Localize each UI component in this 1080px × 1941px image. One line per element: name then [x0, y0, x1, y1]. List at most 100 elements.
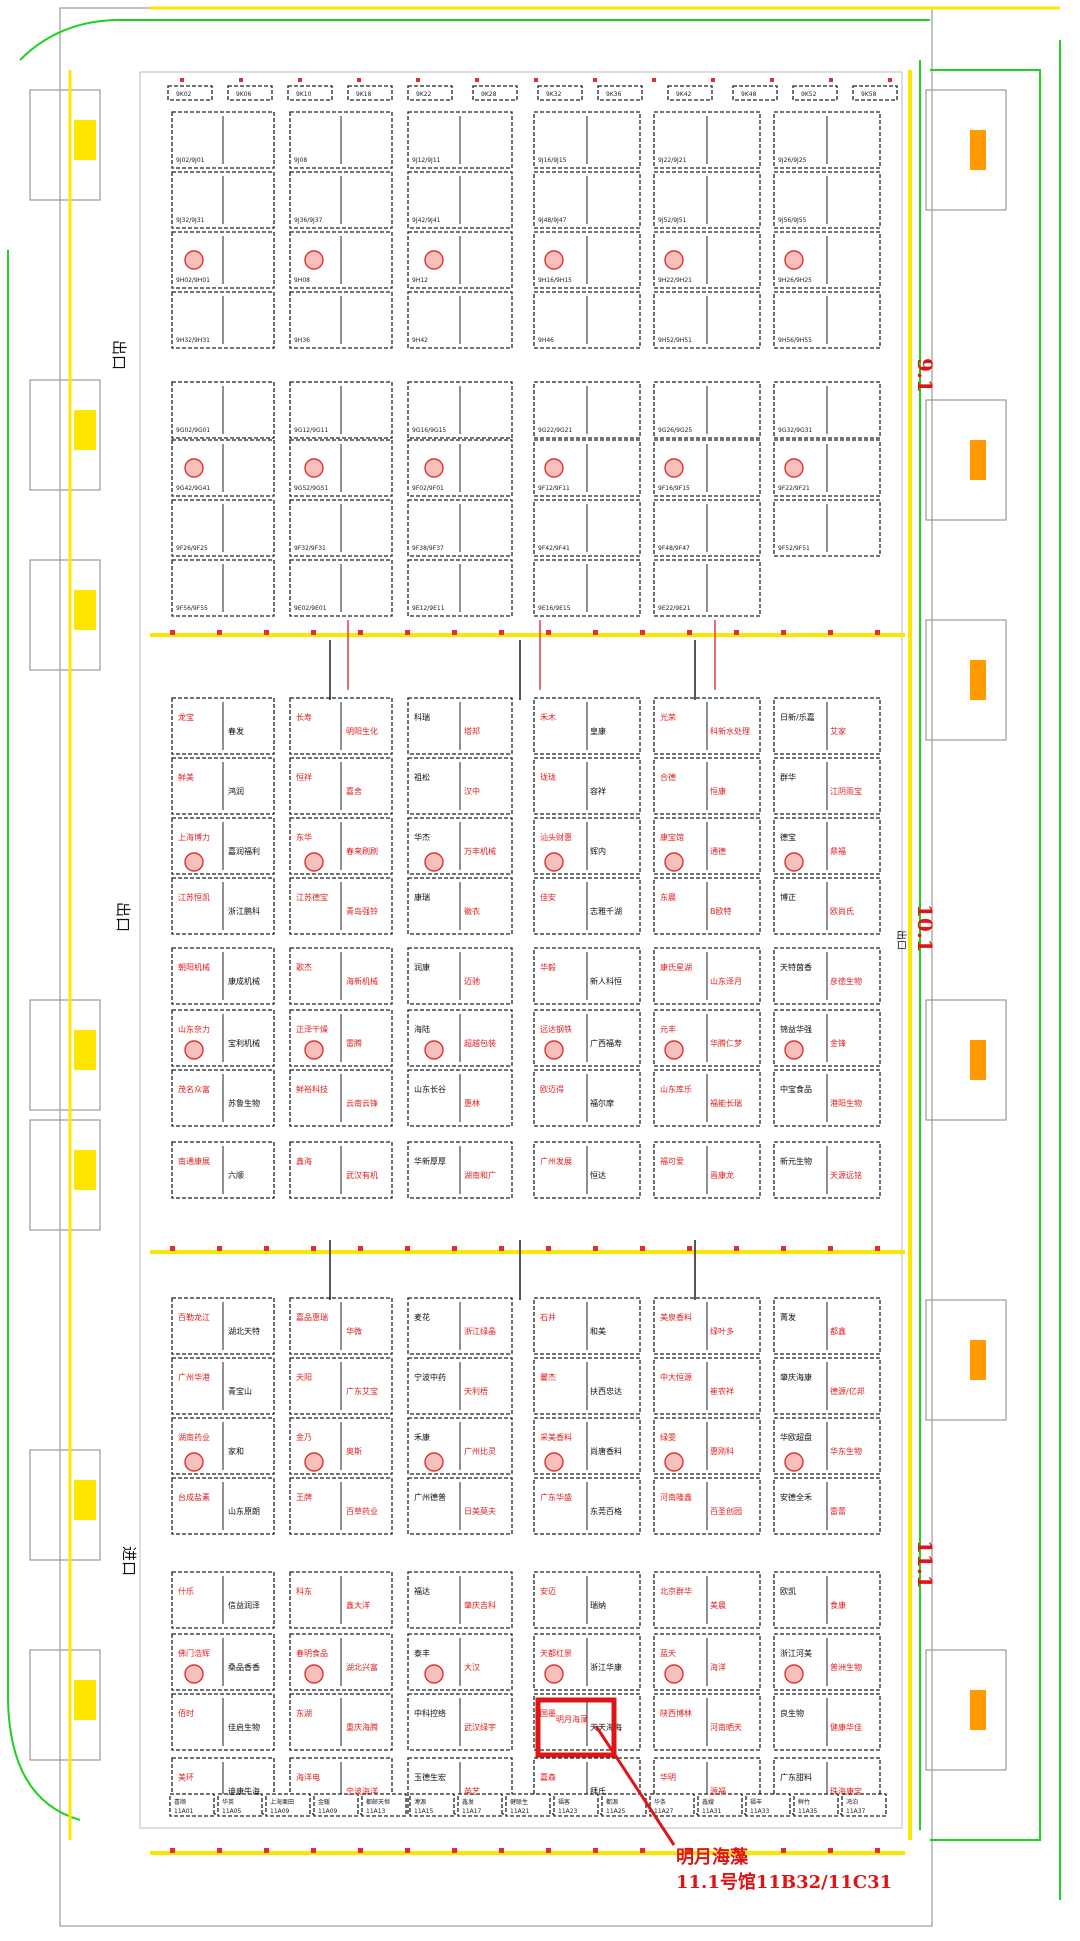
booth-code: 9H42 — [412, 337, 428, 344]
booth-name: 浙江华康 — [590, 1662, 622, 1672]
booth-name: 云南云锋 — [346, 1098, 378, 1108]
pillar-marker — [544, 1040, 564, 1060]
booth-name: 东晨 — [660, 892, 676, 902]
pillar-marker — [304, 1452, 324, 1472]
column-marker — [687, 1246, 692, 1251]
column-marker — [311, 1246, 316, 1251]
column-marker — [358, 1246, 363, 1251]
booth-code: 9H02/9H01 — [176, 277, 210, 284]
service-room-right — [925, 619, 1007, 741]
column-marker — [875, 1246, 880, 1251]
highlight-caption-line2: 11.1号馆11B32/11C31 — [676, 1871, 892, 1893]
booth-name: 健康华佳 — [830, 1722, 862, 1732]
booth-name: 扶西忠达 — [590, 1386, 622, 1396]
bottom-bay-name: 都源 — [606, 1798, 618, 1806]
booth-name: 康宝馆 — [660, 832, 684, 842]
booth-name: 武汉绿宇 — [464, 1722, 496, 1732]
top-bay — [732, 85, 778, 101]
booth-name: 江苏恒凯 — [178, 892, 210, 902]
column-marker — [217, 630, 222, 635]
exit-label-top: 出口 — [110, 340, 128, 370]
pillar-marker — [424, 250, 444, 270]
booth-name: 华东生物 — [830, 1446, 862, 1456]
booth-name: 海洋 — [710, 1662, 726, 1672]
bottom-bay-code: 11A23 — [558, 1808, 578, 1815]
column-marker — [828, 1848, 833, 1853]
booth-name: 湖南药业 — [178, 1432, 210, 1442]
service-block — [74, 1030, 96, 1070]
booth-name: 鲜美 — [178, 772, 194, 782]
booth-code: 9E12/9E11 — [412, 605, 445, 612]
column-marker — [239, 78, 243, 82]
bottom-bay-name: 健联生 — [510, 1798, 528, 1806]
booth-code: 9F02/9F01 — [412, 485, 444, 492]
pillar-marker — [784, 852, 804, 872]
booth-name: 禾康 — [414, 1432, 430, 1442]
top-bay — [667, 85, 713, 101]
pillar-marker — [424, 1664, 444, 1684]
column-marker — [298, 78, 302, 82]
booth-name: 鸿润 — [228, 786, 244, 796]
pillar-marker — [784, 250, 804, 270]
booth-name: 中科控络 — [414, 1708, 446, 1718]
top-bay — [347, 85, 393, 101]
column-marker — [217, 1246, 222, 1251]
booth-name: 海洋电 — [296, 1772, 320, 1782]
column-marker — [640, 1848, 645, 1853]
pillar-marker — [304, 1664, 324, 1684]
service-room-left — [29, 999, 101, 1111]
exit-label-mid: 出口 — [114, 902, 132, 932]
top-bay-label: 9K18 — [356, 91, 372, 98]
hall-label-9-1: 9.1 — [913, 358, 937, 393]
booth-name: 万丰机械 — [464, 846, 496, 856]
booth-name: 合德 — [660, 772, 676, 782]
column-marker — [170, 630, 175, 635]
bottom-bay-name: 华英 — [222, 1798, 234, 1806]
booth-code: 9J16/9J15 — [538, 157, 567, 164]
bottom-bay — [217, 1793, 263, 1817]
column-marker — [781, 1848, 786, 1853]
column-marker — [546, 1246, 551, 1251]
booth-name: 辉内 — [590, 846, 606, 856]
column-marker — [534, 78, 538, 82]
booth-name: 光荣 — [660, 712, 676, 722]
booth-name: 惠刚科 — [710, 1446, 734, 1456]
service-room-right — [925, 999, 1007, 1121]
pillar-marker — [784, 1452, 804, 1472]
service-block — [74, 1150, 96, 1190]
booth-name: 华明 — [660, 1772, 676, 1782]
service-room-right — [925, 399, 1007, 521]
booth-name: 迪康牛海 — [228, 1786, 260, 1796]
highlight-leader-line — [594, 1725, 676, 1846]
booth-name: 南通康展 — [178, 1156, 210, 1166]
booth-name: 福能长瑞 — [710, 1098, 742, 1108]
booth-name: 武汉有机 — [346, 1170, 378, 1180]
booth-code: 9F22/9F21 — [778, 485, 810, 492]
pillar-marker — [664, 1040, 684, 1060]
booth-name: 蓝天 — [660, 1648, 676, 1658]
column-marker — [416, 78, 420, 82]
booth-name: 山东库乐 — [660, 1084, 692, 1094]
booth-name: B欧特 — [710, 906, 732, 916]
booth-name: 崔农祥 — [710, 1386, 734, 1396]
bottom-bay-name: 都邮天恒 — [366, 1798, 390, 1806]
booth-name: 恒康 — [710, 786, 726, 796]
column-marker — [888, 78, 892, 82]
column-marker — [828, 630, 833, 635]
service-block — [970, 440, 986, 480]
booth-name: 宁波海洋 — [346, 1786, 378, 1796]
bottom-bay — [169, 1793, 215, 1817]
bottom-bay — [457, 1793, 503, 1817]
booth-name: 华欧超盘 — [780, 1432, 812, 1442]
service-room-left — [29, 379, 101, 491]
booth-name: 容祥 — [590, 786, 606, 796]
pillar-marker — [664, 458, 684, 478]
booth-name: 润康 — [414, 962, 430, 972]
booth-name: 佳启生物 — [228, 1722, 260, 1732]
booth-code: 9E16/9E15 — [538, 605, 571, 612]
booth-code: 9H46 — [538, 337, 554, 344]
booth-code: 9F42/9F41 — [538, 545, 570, 552]
entrance-label: 进口 — [120, 1546, 138, 1576]
booth-name: 台成盐素 — [178, 1492, 210, 1502]
booth-code: 9G12/9G11 — [294, 427, 328, 434]
